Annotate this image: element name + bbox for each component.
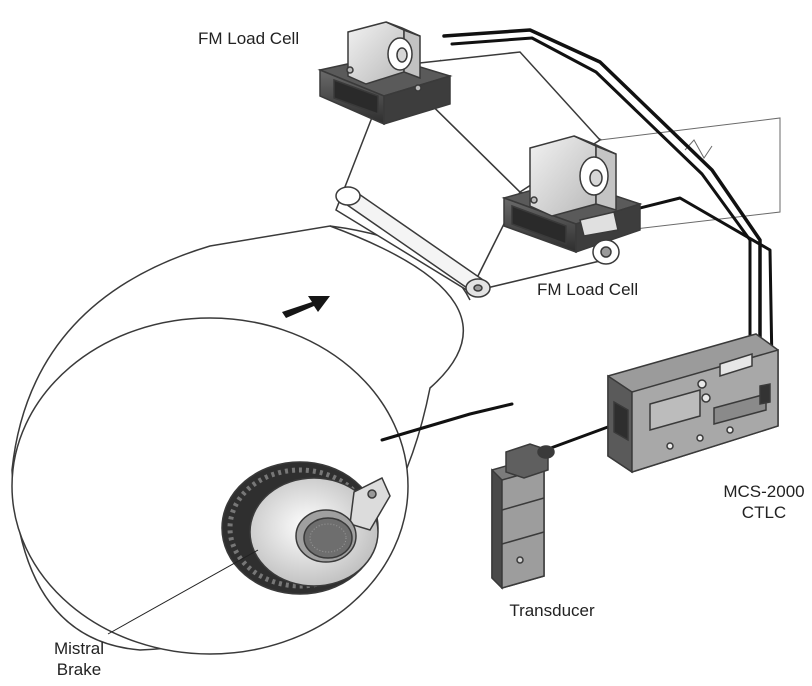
label-brake-line1: Mistral xyxy=(54,639,104,658)
transducer-device xyxy=(491,443,555,590)
idler-roller xyxy=(335,186,491,298)
load-cell-right-device xyxy=(501,135,643,265)
label-load-cell-right: FM Load Cell xyxy=(537,280,638,299)
label-load-cell-top: FM Load Cell xyxy=(198,29,299,48)
mcs-2000-controller-device xyxy=(607,333,779,474)
label-controller-line2: CTLC xyxy=(742,503,786,522)
brake-leader-line xyxy=(107,549,259,635)
mistral-brake-device xyxy=(221,461,391,595)
label-brake-line2: Brake xyxy=(57,660,101,679)
label-controller-line1: MCS-2000 xyxy=(723,482,804,501)
load-cell-top-device xyxy=(317,21,453,126)
arrow-right-icon xyxy=(282,296,330,318)
unwind-roll xyxy=(11,225,471,655)
label-transducer: Transducer xyxy=(509,601,595,620)
